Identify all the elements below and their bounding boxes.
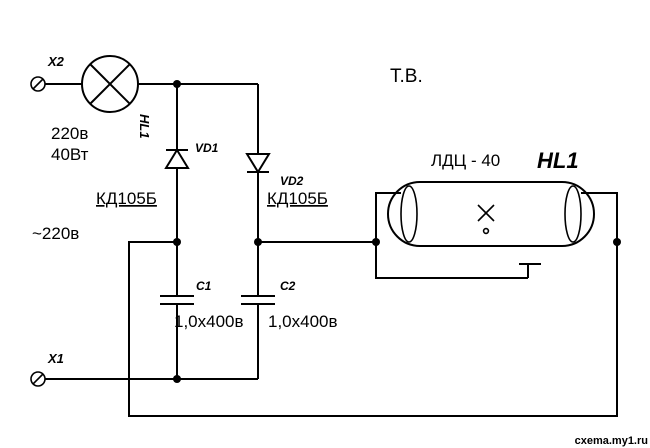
wire-tube-left-filament <box>375 192 401 242</box>
wire-outer-loop <box>128 241 618 417</box>
label-vd2: VD2 <box>280 174 304 188</box>
terminal-x1 <box>30 371 46 387</box>
junction-node <box>613 238 621 246</box>
watermark: cxema.my1.ru <box>575 435 648 447</box>
label-x2: X2 <box>47 54 65 69</box>
terminal-x2 <box>30 76 46 92</box>
wire-tube-left-starter <box>375 242 528 279</box>
label-tube-type: ЛДЦ - 40 <box>431 151 500 170</box>
label-author: Т.В. <box>390 66 423 87</box>
label-c1-value: 1,0х400в <box>174 312 244 331</box>
label-diode1-part: КД105Б <box>96 189 157 208</box>
capacitor-c2 <box>241 295 275 305</box>
junction-node <box>254 238 262 246</box>
junction-node <box>372 238 380 246</box>
incandescent-lamp-hl1 <box>81 55 139 113</box>
label-c2-value: 1,0х400в <box>268 312 338 331</box>
junction-node <box>173 80 181 88</box>
diode-vd2 <box>245 153 271 174</box>
label-supply: ~220в <box>32 224 79 243</box>
junction-node <box>173 238 181 246</box>
wire-tube-right-filament <box>581 192 618 242</box>
diode-vd1 <box>164 148 190 169</box>
junction-node <box>173 375 181 383</box>
label-vd1: VD1 <box>195 141 219 155</box>
label-c2: C2 <box>280 279 296 293</box>
label-c1: C1 <box>196 279 212 293</box>
capacitor-c1 <box>160 295 194 305</box>
fluorescent-tube-hl1 <box>387 181 595 247</box>
label-lamp-voltage: 220в <box>51 124 88 143</box>
starter-contact <box>519 263 541 278</box>
label-tube-ref: HL1 <box>537 148 579 173</box>
label-lamp-ref: HL1 <box>137 114 152 139</box>
label-x1: X1 <box>47 351 64 366</box>
label-diode2-part: КД105Б <box>267 189 328 208</box>
label-lamp-power: 40Вт <box>51 145 89 164</box>
